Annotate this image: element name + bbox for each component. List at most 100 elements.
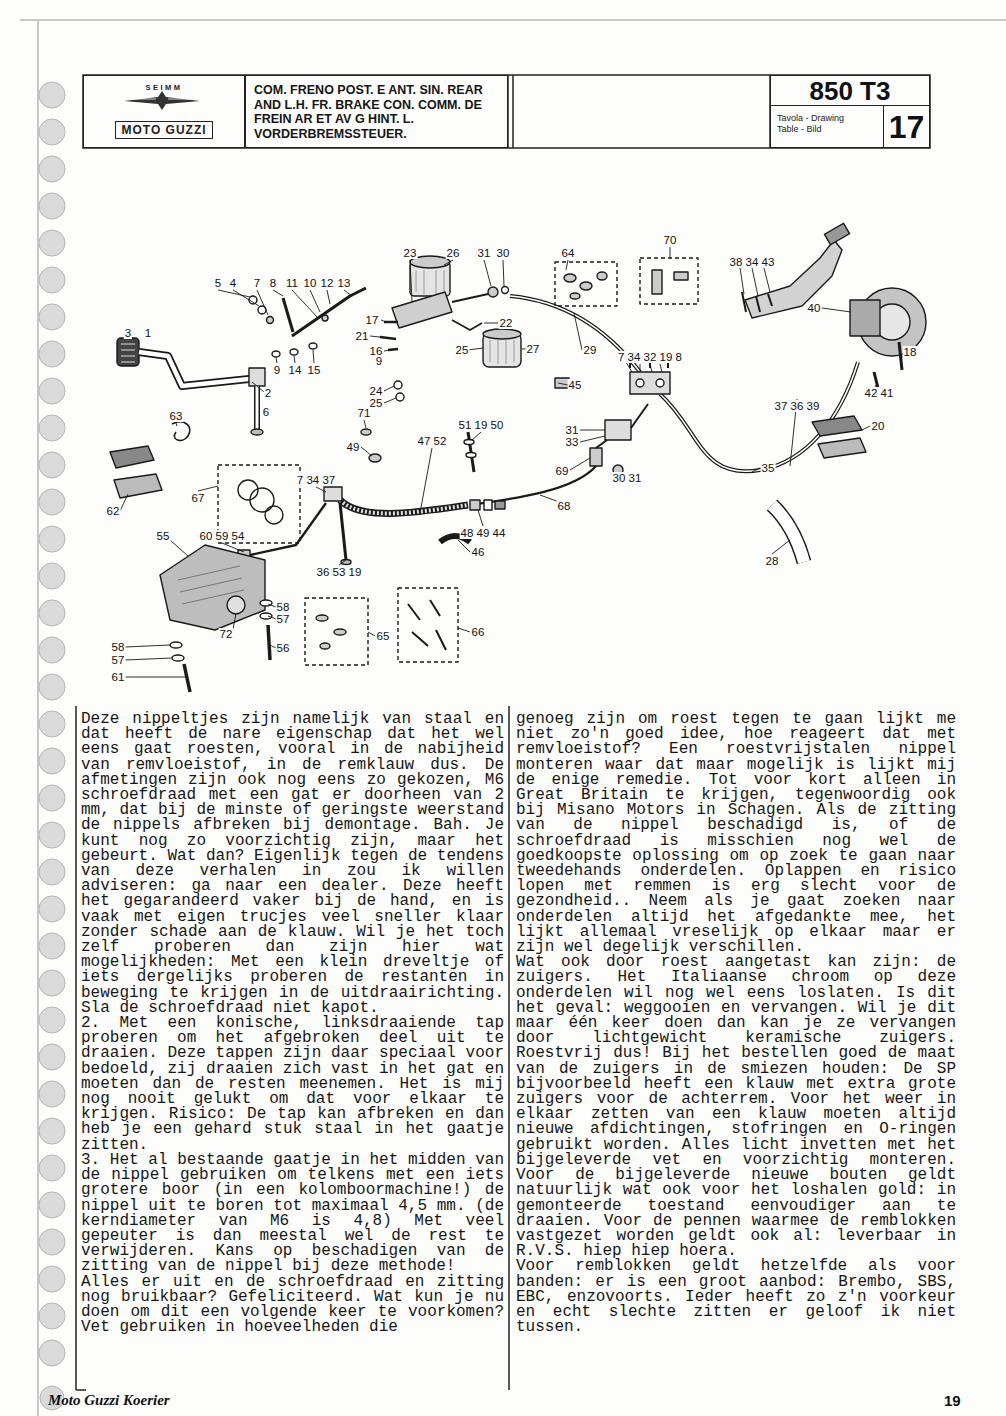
callout-number: 18: [903, 346, 918, 358]
leader-line: [566, 247, 905, 358]
exploded-parts-drawing: [495, 501, 505, 509]
binder-hole: [39, 896, 65, 922]
callout-number: 72: [219, 628, 234, 640]
exploded-parts-drawing: [570, 293, 580, 299]
leader-line: [740, 268, 770, 296]
text-frame: [508, 706, 510, 1390]
binder-hole: [39, 1192, 65, 1218]
callout-number: 24: [369, 385, 384, 397]
callout-number: 57: [276, 613, 291, 625]
leader-line: [218, 290, 352, 318]
callout-number: 67: [191, 492, 206, 504]
binder-hole: [39, 230, 65, 256]
body-paragraph: Alles er uit en de schroefdraad en zitti…: [81, 1275, 504, 1336]
exploded-parts-drawing: [292, 288, 366, 336]
page-edge: [20, 19, 1006, 21]
callout-number: 46: [471, 546, 486, 558]
callout-number: 40: [807, 302, 822, 314]
binder-hole: [39, 970, 65, 996]
exploded-parts-drawing: [256, 386, 259, 430]
exploded-parts-drawing: [250, 503, 326, 555]
callout-number: 51 19 50: [458, 419, 505, 431]
binder-hole: [39, 1044, 65, 1070]
drawing-label-cell: Tavola - Drawing Table - Bild: [770, 105, 884, 148]
exploded-parts-drawing: [227, 596, 245, 614]
exploded-parts-drawing: [250, 488, 274, 512]
callout-number: 30 31: [612, 472, 643, 484]
exploded-parts-drawing: [630, 372, 670, 394]
binder-hole: [39, 1081, 65, 1107]
callout-number: 58: [111, 641, 126, 653]
callout-number: 31: [565, 424, 580, 436]
exploded-parts-drawing: [290, 349, 298, 355]
binder-hole: [39, 378, 65, 404]
exploded-parts-drawing: [640, 258, 698, 304]
callout-number: 29: [583, 344, 598, 356]
binder-hole: [39, 82, 65, 108]
exploded-parts-drawing: [260, 613, 272, 619]
callout-number: 69: [555, 465, 570, 477]
leader-line: [252, 350, 314, 392]
binder-hole: [39, 341, 65, 367]
callout-number: 15: [307, 364, 322, 376]
exploded-parts-drawing: [334, 629, 346, 635]
callout-number: 55: [156, 530, 171, 542]
exploded-parts-drawing: [555, 262, 617, 306]
leader-line: [232, 604, 470, 648]
body-paragraph: genoeg zijn om roest tegen te gaan lijkt…: [516, 712, 956, 955]
callout-number: 14: [288, 364, 303, 376]
leader-line: [120, 247, 905, 677]
exploded-parts-drawing: [597, 272, 607, 280]
callout-number: 65: [376, 630, 391, 642]
callout-number: 71: [357, 407, 372, 419]
binder-hole: [39, 526, 65, 552]
callout-number: 25: [455, 344, 470, 356]
exploded-parts-drawing: [398, 588, 458, 662]
exploded-parts-drawing: [772, 505, 804, 562]
leader-line: [316, 447, 483, 552]
binder-hole: [39, 1118, 65, 1144]
exploded-parts-drawing: [316, 615, 328, 621]
exploded-parts-drawing: [283, 298, 293, 332]
leader-line: [120, 423, 346, 565]
body-paragraph: 3. Het al bestaande gaatje in het midden…: [81, 1153, 504, 1275]
exploded-parts-drawing: [324, 487, 342, 501]
callout-number: 57: [111, 654, 126, 666]
box-text: MOTO GUZZI: [115, 121, 212, 139]
binder-hole: [39, 415, 65, 441]
callout-number: 12: [320, 277, 335, 289]
callout-number: 20: [871, 420, 886, 432]
callout-number: 30: [496, 247, 511, 259]
exploded-parts-drawing: [656, 379, 664, 387]
callout-number: 68: [557, 500, 572, 512]
callout-number: 70: [663, 234, 678, 246]
binder-hole: [39, 1340, 65, 1366]
callout-number: 49: [346, 441, 361, 453]
exploded-parts-drawing: [139, 352, 258, 386]
page-edge: [20, 20, 1006, 1416]
leader-line: [472, 383, 790, 554]
exploded-parts-drawing: [170, 642, 182, 648]
callout-number: 47 52: [417, 435, 448, 447]
exploded-parts-drawing: [340, 500, 468, 513]
exploded-parts-drawing: [254, 386, 260, 430]
callout-number: 7 34 32 19 8: [617, 351, 683, 363]
exploded-parts-drawing: [340, 500, 468, 513]
callout-number: 33: [565, 436, 580, 448]
exploded-parts-drawing: [580, 282, 592, 290]
title-cell: COM. FRENO POST. E ANT. SIN. REAR AND L.…: [245, 75, 508, 148]
callout-number: 5: [214, 277, 222, 289]
callout-number: 66: [471, 626, 486, 638]
exploded-parts-drawing: [110, 223, 926, 692]
exploded-parts-drawing: [408, 600, 446, 650]
binder-hole: [39, 859, 65, 885]
callout-number: 27: [526, 343, 541, 355]
callout-number: 3: [124, 327, 132, 339]
exploded-parts-drawing: [483, 329, 521, 339]
drawing-number-box: 17: [883, 105, 930, 148]
binder-hole: [39, 489, 65, 515]
exploded-parts-drawing: [396, 393, 404, 401]
exploded-parts-drawing: [484, 500, 492, 510]
box-text: COM. FRENO POST. E ANT. SIN. REAR AND L.…: [254, 83, 501, 141]
